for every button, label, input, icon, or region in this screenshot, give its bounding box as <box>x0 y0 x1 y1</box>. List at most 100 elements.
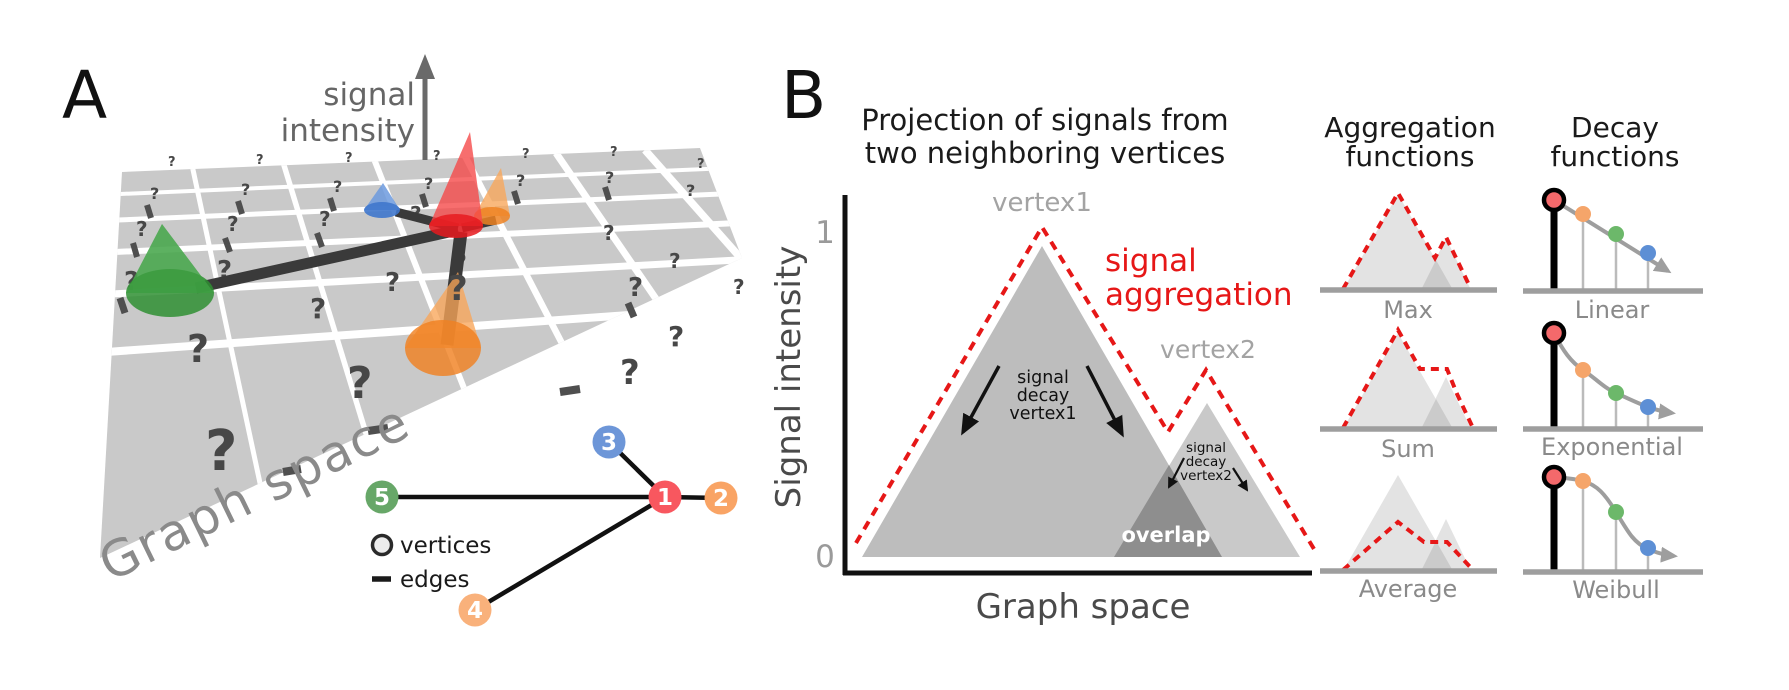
ytick-0: 0 <box>815 539 835 575</box>
svg-text:?: ? <box>733 275 745 299</box>
mini-plot-max: Max <box>1320 188 1497 324</box>
vertex1-signal-area <box>862 246 1222 557</box>
panel-b-label: B <box>781 57 826 134</box>
vertex1-label: vertex1 <box>992 188 1092 218</box>
svg-text:4: 4 <box>467 598 483 624</box>
projection-plot: 1 0 Signal intensity Graph space vertex1… <box>769 188 1316 627</box>
graph-node-1: 1 <box>648 480 682 514</box>
linear-dot-origin <box>1541 187 1567 213</box>
sum-line <box>1341 325 1475 429</box>
svg-text:signal: signal <box>1017 368 1069 388</box>
svg-text:?: ? <box>603 221 615 245</box>
svg-text:?: ? <box>205 419 237 484</box>
linear-dot-3 <box>1640 245 1656 261</box>
ytick-1: 1 <box>815 215 835 251</box>
signal-intensity-axis: signal intensity <box>281 54 435 160</box>
plot-title-line2: two neighboring vertices <box>865 136 1226 170</box>
svg-text:?: ? <box>668 320 684 353</box>
vertex2-label: vertex2 <box>1160 335 1256 364</box>
svg-text:vertex2: vertex2 <box>1180 468 1232 484</box>
weibull-dot-origin <box>1541 464 1567 490</box>
svg-text:?: ? <box>168 155 176 170</box>
decay-header-line1: Decay <box>1571 111 1659 144</box>
axis-label-line1: signal <box>323 77 415 113</box>
axis-arrow-icon <box>415 54 435 79</box>
overlap-area <box>1114 465 1222 557</box>
svg-text:?: ? <box>620 353 640 393</box>
signal-decay-vertex1: signal decay vertex1 <box>961 365 1124 438</box>
svg-text:?: ? <box>345 151 353 166</box>
cone-green <box>126 224 214 317</box>
exponential-dot-origin <box>1541 320 1567 346</box>
svg-text:?: ? <box>333 177 342 196</box>
average-line <box>1341 519 1475 572</box>
svg-text:?: ? <box>605 168 614 187</box>
svg-text:?: ? <box>433 149 441 164</box>
aggregation-header-line2: functions <box>1346 140 1475 173</box>
example-graph: 5 3 1 2 4 vertices edges <box>365 425 738 627</box>
weibull-droplines <box>1581 481 1650 572</box>
edge-question-mark: ? <box>448 269 468 309</box>
average-label: Average <box>1359 575 1458 603</box>
svg-text:3: 3 <box>601 430 617 456</box>
svg-text:?: ? <box>136 217 148 241</box>
svg-text:?: ? <box>385 268 400 298</box>
svg-text:?: ? <box>310 292 326 325</box>
svg-text:?: ? <box>227 212 239 236</box>
svg-text:?: ? <box>686 181 695 200</box>
cone-blue <box>364 183 400 218</box>
svg-text:signal: signal <box>1186 440 1226 456</box>
linear-label: Linear <box>1575 296 1650 324</box>
weibull-dot-1 <box>1575 473 1591 489</box>
svg-text:?: ? <box>319 207 331 231</box>
svg-text:vertex1: vertex1 <box>1009 404 1076 424</box>
svg-text:?: ? <box>669 249 681 273</box>
weibull-dot-2 <box>1608 504 1624 520</box>
svg-text:5: 5 <box>374 485 390 511</box>
exponential-dot-3 <box>1640 399 1656 415</box>
svg-text:?: ? <box>610 145 618 160</box>
weibull-dot-3 <box>1640 540 1656 556</box>
vertices-icon <box>370 533 394 557</box>
linear-dot-2 <box>1608 226 1624 242</box>
svg-text:?: ? <box>516 171 525 190</box>
exponential-dot-1 <box>1575 362 1591 378</box>
signal-aggregation-line <box>854 223 1316 551</box>
svg-text:2: 2 <box>713 486 729 512</box>
panel-a-label: A <box>62 57 107 134</box>
plot-title-line1: Projection of signals from <box>861 103 1228 137</box>
svg-text:?: ? <box>150 184 159 203</box>
svg-text:decay: decay <box>1017 386 1070 406</box>
graph-node-3: 3 <box>592 425 626 459</box>
mini-plot-sum: Sum <box>1320 325 1497 463</box>
y-axis-label: Signal intensity <box>769 246 809 509</box>
svg-text:?: ? <box>424 174 433 193</box>
decay2-arrow-left-icon <box>1168 457 1185 489</box>
weibull-label: Weibull <box>1572 576 1660 604</box>
graph-node-5: 5 <box>365 480 399 514</box>
svg-text:?: ? <box>697 157 705 172</box>
svg-text:1: 1 <box>657 485 673 511</box>
max-label: Max <box>1383 296 1433 324</box>
decay-arrow-left-icon <box>961 365 1001 436</box>
overlap-label: overlap <box>1121 523 1210 547</box>
decay2-arrow-right-icon <box>1232 467 1249 492</box>
graph-node-2: 2 <box>704 481 738 515</box>
max-line <box>1341 188 1473 290</box>
aggregation-header-line1: Aggregation <box>1324 111 1495 144</box>
cone-orange-front <box>405 272 481 376</box>
cone-orange-right <box>474 168 510 225</box>
linear-dot-1 <box>1575 206 1591 222</box>
svg-text:?: ? <box>187 327 209 371</box>
plane-grid-ticks <box>116 186 638 476</box>
legend-edges-label: edges <box>400 567 469 593</box>
svg-text:decay: decay <box>1186 454 1227 470</box>
decay-functions-column: Decay functions Linear <box>1523 111 1703 604</box>
aggregation-label-line1: signal <box>1105 243 1197 279</box>
panel-b: B Projection of signals from two neighbo… <box>769 57 1703 627</box>
decay-header-line2: functions <box>1551 140 1680 173</box>
exponential-dot-2 <box>1608 385 1624 401</box>
graph-legend: vertices edges <box>370 533 491 593</box>
